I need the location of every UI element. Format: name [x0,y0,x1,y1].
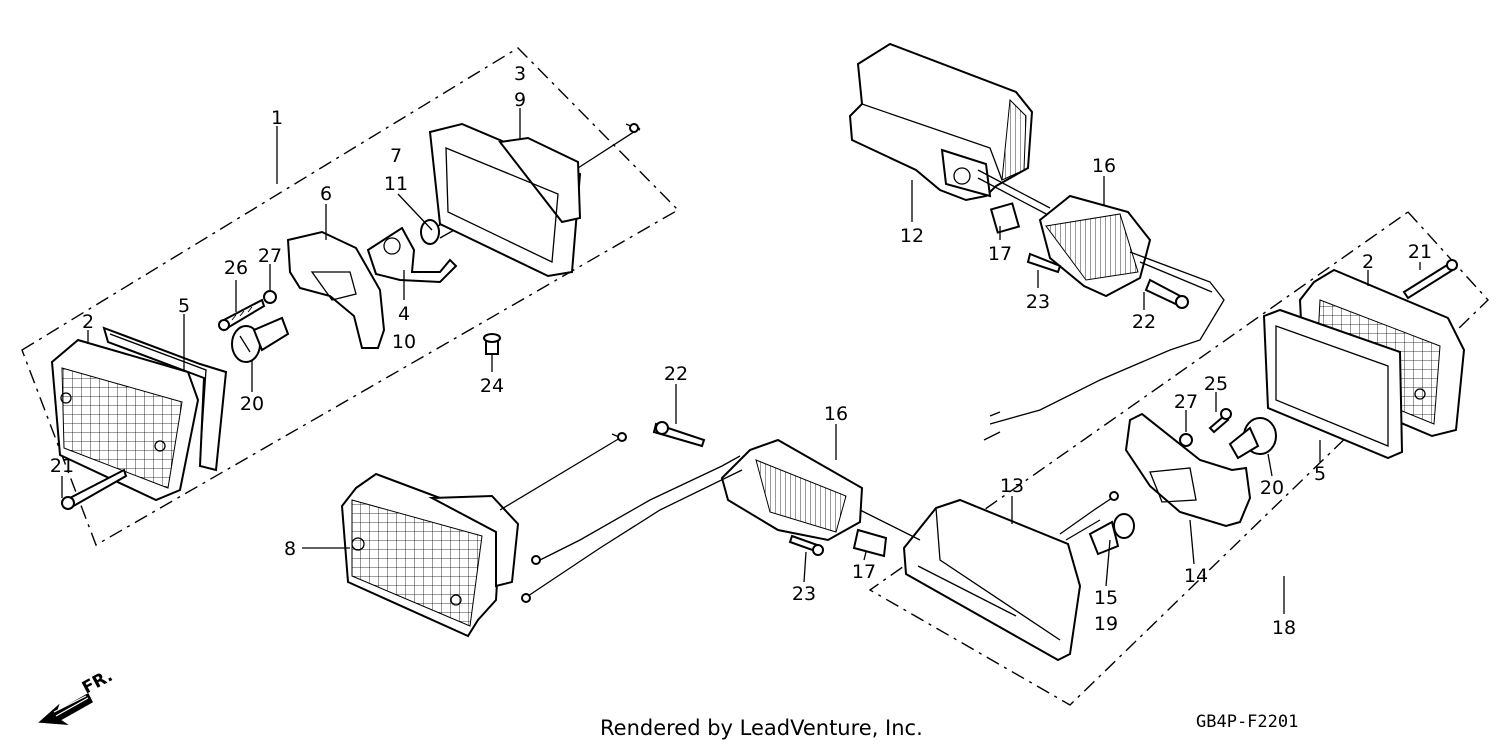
callout-21-right: 21 [1408,241,1432,263]
callout-21-left: 21 [50,455,74,477]
callout-20-left: 20 [240,393,264,415]
callout-6: 6 [320,183,332,205]
callout-17-center: 17 [852,561,876,583]
right-screw-21 [1402,259,1458,300]
callout-19: 19 [1094,613,1118,635]
right-lens-gasket [1262,308,1404,460]
callout-3: 3 [514,63,526,85]
callout-2-right: 2 [1362,251,1374,273]
callout-4: 4 [398,303,410,325]
callout-1-assembly: 1 [271,107,283,129]
callout-15: 15 [1094,587,1118,609]
callout-5-right: 5 [1314,463,1326,485]
right-screw-25 [1208,408,1232,434]
callout-16-top: 16 [1092,155,1116,177]
front-mount-bracket [521,421,921,603]
left-screw-26 [218,298,266,332]
right-mounting-plate [1124,412,1252,528]
top-rear-lamp [848,42,1051,217]
callout-25: 25 [1204,373,1228,395]
left-assembly-group [21,47,680,547]
callout-17-top: 17 [988,243,1012,265]
callout-7: 7 [390,145,402,167]
callout-14: 14 [1184,565,1208,587]
callout-18-assembly: 18 [1272,617,1296,639]
callout-9: 9 [514,89,526,111]
right-socket [1059,491,1135,556]
screw-24 [483,333,501,355]
callout-22-center: 22 [664,363,688,385]
left-lens-gasket [102,326,228,472]
right-rear-housing [902,498,1082,662]
front-direction-arrow: FR. [38,666,116,725]
callout-27-left: 27 [258,245,282,267]
direction-label: FR. [79,666,116,698]
left-mounting-plate [286,230,386,349]
right-washer-27 [1179,433,1193,447]
left-screw-21 [61,468,128,510]
callout-11: 11 [384,173,408,195]
left-assembly-boundary [21,47,680,547]
callout-26: 26 [224,257,248,279]
callout-numbers: 1 3 9 7 11 6 26 27 4 10 2 5 20 21 24 12 … [50,63,1432,639]
right-bulb [1228,417,1277,460]
callout-23-center: 23 [792,583,816,605]
callout-5-left: 5 [178,295,190,317]
front-center-lamp [340,432,627,638]
render-credit: Rendered by LeadVenture, Inc. [600,716,923,740]
left-rear-housing [428,122,641,278]
callout-13: 13 [1000,475,1024,497]
callout-22-top: 22 [1132,311,1156,333]
callout-24: 24 [480,375,504,397]
callout-10: 10 [392,331,416,353]
right-assembly-boundary [868,211,1489,706]
right-assembly-group [868,211,1489,706]
left-washer-27 [263,290,277,304]
left-bulb [231,316,290,363]
callout-23-top: 23 [1026,291,1050,313]
leader-lines [61,108,1421,614]
callout-16-center: 16 [824,403,848,425]
callout-20-right: 20 [1260,477,1284,499]
diagram-code: GB4P-F2201 [1196,712,1299,732]
callout-8: 8 [284,538,296,560]
callout-27-right: 27 [1174,391,1198,413]
left-front-lens [50,338,200,502]
top-mount-bracket [983,194,1225,441]
callout-12: 12 [900,225,924,247]
callout-2-left: 2 [82,311,94,333]
